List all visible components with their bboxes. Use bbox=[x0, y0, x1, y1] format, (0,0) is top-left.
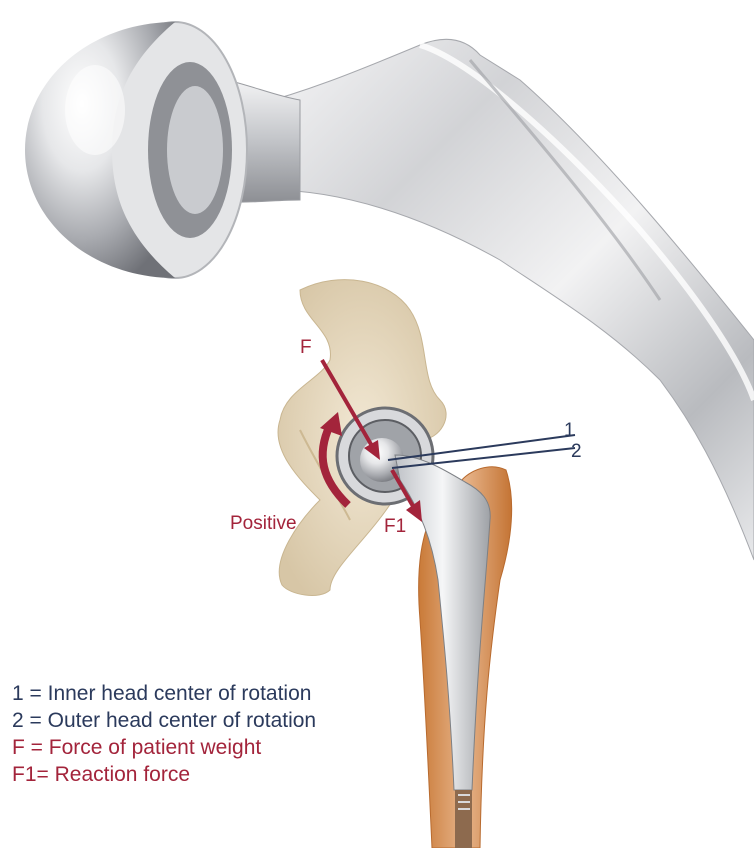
label-2: 2 bbox=[571, 441, 582, 462]
legend: 1 = Inner head center of rotation 2 = Ou… bbox=[12, 680, 316, 788]
legend-item-outer: 2 = Outer head center of rotation bbox=[12, 707, 316, 734]
legend-item-force: F = Force of patient weight bbox=[12, 734, 316, 761]
label-positive: Positive bbox=[230, 513, 297, 534]
label-f: F bbox=[300, 337, 312, 358]
legend-item-inner: 1 = Inner head center of rotation bbox=[12, 680, 316, 707]
legend-item-reaction: F1= Reaction force bbox=[12, 761, 316, 788]
label-f1: F1 bbox=[384, 516, 406, 537]
label-1: 1 bbox=[564, 420, 575, 441]
